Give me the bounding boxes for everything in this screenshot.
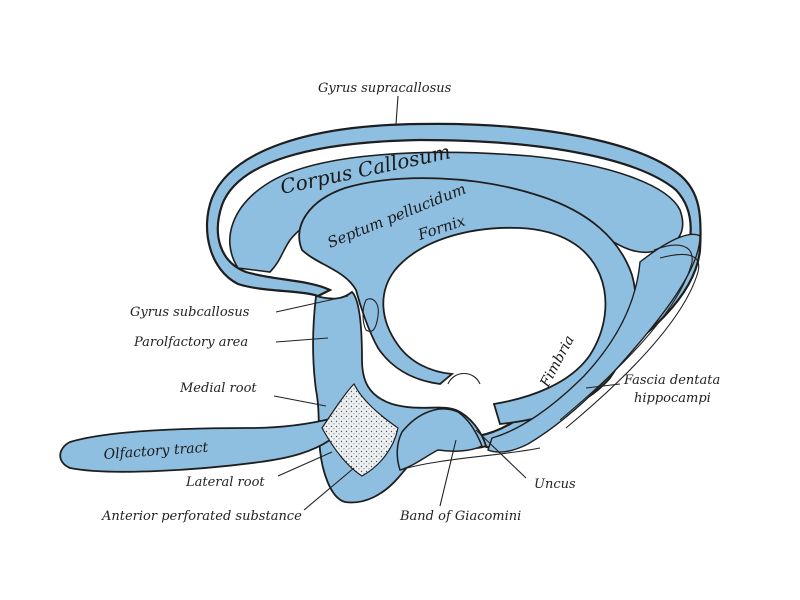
leader-giacomini — [439, 439, 457, 507]
giacomini-line — [399, 447, 541, 471]
leader-perforated — [303, 467, 355, 511]
olfactory-tract-name: Olfactory tract — [103, 440, 209, 463]
leader-lateral-root — [277, 451, 333, 477]
uncus-region — [396, 408, 483, 471]
fascia-outline-2 — [565, 254, 700, 429]
septum-fornix-region — [298, 177, 637, 425]
fimbria-strand — [487, 233, 701, 453]
olfactory-tract — [59, 416, 336, 473]
label-hippocampi: hippocampi — [634, 391, 711, 406]
leader-supracallosus — [395, 95, 399, 125]
label-parolfactory-area: Parolfactory area — [133, 335, 248, 350]
leader-parolfactory — [275, 337, 329, 343]
label-lateral-root: Lateral root — [185, 475, 265, 490]
label-anterior-perforated-substance: Anterior perforated substance — [101, 509, 302, 524]
fascia-outline-1 — [559, 244, 693, 421]
label-fascia-dentata: Fascia dentata — [623, 373, 720, 388]
leader-medial-root — [273, 395, 327, 407]
uncus-knob — [447, 372, 481, 385]
label-gyrus-subcallosus: Gyrus subcallosus — [130, 305, 250, 320]
leader-subcallosus — [275, 295, 349, 313]
leader-fascia — [585, 383, 621, 389]
label-uncus: Uncus — [534, 477, 576, 492]
label-band-of-giacomini: Band of Giacomini — [399, 509, 521, 524]
parolfactory-column — [312, 290, 488, 504]
leader-uncus — [475, 429, 527, 479]
label-gyrus-supracallosus: Gyrus supracallosus — [318, 81, 452, 96]
anterior-perforated-substance — [321, 382, 399, 477]
label-medial-root: Medial root — [179, 381, 257, 396]
septum-loop — [362, 298, 379, 333]
